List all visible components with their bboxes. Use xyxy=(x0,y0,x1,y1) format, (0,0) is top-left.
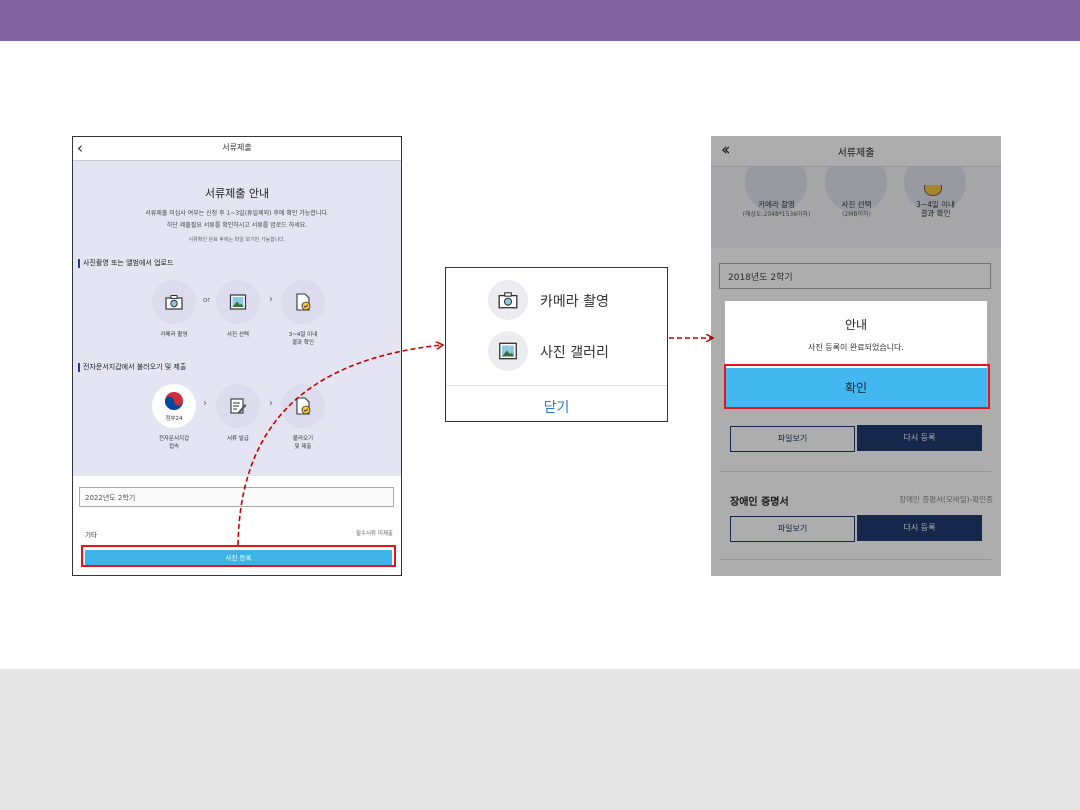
document-check-icon xyxy=(296,397,311,415)
arrow-icon: › xyxy=(269,294,273,305)
screen-title: 서류제출 xyxy=(837,148,875,159)
highlight-confirm-button xyxy=(724,364,990,409)
section-wallet-title: 전자문서지갑에서 불러오기 및 제출 xyxy=(78,363,186,372)
guide-title: 서류제출 안내 xyxy=(204,187,270,200)
camera-icon xyxy=(165,295,183,310)
reregister-button[interactable]: 다시 등록 xyxy=(857,425,982,451)
dialog-title: 안내 xyxy=(844,318,868,332)
document-submit-screen: ‹ 서류제출 서류제출 안내 서류제출 미심사 여부는 신청 후 1~3일(휴일… xyxy=(72,136,402,576)
highlight-register-button xyxy=(81,545,396,567)
load-step xyxy=(281,384,325,428)
upload-source-popup: 카메라 촬영 사진 갤러리 닫기 xyxy=(445,267,668,422)
divider xyxy=(719,559,991,560)
completion-dialog: 안내 사진 등록이 완료되었습니다. 확인 xyxy=(725,301,987,409)
gallery-option[interactable]: 사진 갤러리 xyxy=(488,331,668,371)
issue-step xyxy=(216,384,260,428)
camera-option[interactable]: 카메라 촬영 xyxy=(488,280,668,320)
chevron-left-icon[interactable]: ‹ xyxy=(77,139,83,157)
semester-field[interactable]: 2018년도 2학기 xyxy=(719,263,991,289)
document-title: 장애인 증명서 xyxy=(730,497,789,508)
reregister-button[interactable]: 다시 등록 xyxy=(857,515,982,541)
or-label: or xyxy=(203,296,211,304)
gov24-label: 정부24 xyxy=(165,416,183,422)
issue-caption: 서류 발급 xyxy=(227,436,249,442)
guide-note: 서류확인 완료 후에는 파일 보기만 가능합니다. xyxy=(188,237,286,243)
gov24-logo-icon xyxy=(165,392,183,410)
required-status: 필수서류 미제출 xyxy=(355,531,393,537)
double-chevron-left-icon[interactable]: ‹‹ xyxy=(721,140,730,160)
dialog-message: 사진 등록이 완료되었습니다. xyxy=(808,343,904,352)
arrow-icon: › xyxy=(269,398,273,409)
result-step xyxy=(281,280,325,324)
document-edit-icon xyxy=(230,398,247,414)
document-submit-screen-completed: ‹‹ 서류제출 카메라 촬영 (해상도:2048*1536이하) 사진 선택 (… xyxy=(711,136,1001,576)
result-caption-2: 결과 확인 xyxy=(292,340,314,346)
footer-band xyxy=(0,669,1080,810)
close-button[interactable]: 닫기 xyxy=(543,400,570,416)
screen-title: 서류제출 xyxy=(222,143,252,152)
camera-caption: 카메라 촬영 (해상도:2048*1536이하) xyxy=(742,200,811,218)
view-file-button[interactable]: 파일보기 xyxy=(730,516,855,542)
document-check-icon xyxy=(296,293,311,311)
gallery-icon xyxy=(229,294,247,310)
gallery-icon xyxy=(488,331,528,371)
gov24-step: 정부24 xyxy=(152,384,196,428)
camera-caption: 카메라 촬영 xyxy=(160,332,188,338)
wallet-caption-1: 전자문서지갑 xyxy=(158,436,190,442)
photo-register-button[interactable]: 사진 등록 xyxy=(85,550,392,567)
photo-select-step xyxy=(216,280,260,324)
arrow-icon: › xyxy=(203,398,207,409)
gallery-option-label: 사진 갤러리 xyxy=(540,345,609,361)
camera-step xyxy=(152,280,196,324)
screen-header: ‹ 서류제출 xyxy=(73,137,401,161)
camera-icon xyxy=(488,280,528,320)
divider xyxy=(446,385,667,386)
view-file-button[interactable]: 파일보기 xyxy=(730,426,855,452)
load-caption-2: 및 제출 xyxy=(294,444,312,450)
result-caption: 3~4일 이내 결과 확인 xyxy=(916,200,955,218)
select-caption: 사진 선택 (2MB이하) xyxy=(841,200,872,218)
wallet-caption-2: 접속 xyxy=(168,444,180,450)
etc-label: 기타 xyxy=(85,531,97,539)
confirm-button[interactable]: 확인 xyxy=(725,368,987,409)
semester-field[interactable]: 2022년도 2학기 xyxy=(79,487,394,507)
document-note: 장애인 증명서(모바일)-확인증 xyxy=(899,495,993,504)
select-caption: 사진 선택 xyxy=(227,332,249,338)
load-caption-1: 불러오기 xyxy=(292,436,314,442)
upload-steps: 카메라 촬영 (해상도:2048*1536이하) 사진 선택 (2MB이하) 3… xyxy=(711,151,1001,248)
title-bar xyxy=(0,0,1080,41)
camera-option-label: 카메라 촬영 xyxy=(540,294,609,310)
divider xyxy=(719,471,991,472)
section-upload-title: 사진촬영 또는 앨범에서 업로드 xyxy=(78,259,173,268)
guide-desc-line1: 서류제출 미심사 여부는 신청 후 1~3일(휴일제외) 후에 확인 가능합니다… xyxy=(145,210,329,217)
result-caption-1: 3~4일 이내 xyxy=(288,332,318,338)
guide-desc-line2: 하단 제출필요 서류를 확인하시고 서류를 업로드 하세요. xyxy=(166,222,308,229)
screen-header: ‹‹ 서류제출 xyxy=(711,136,1001,167)
